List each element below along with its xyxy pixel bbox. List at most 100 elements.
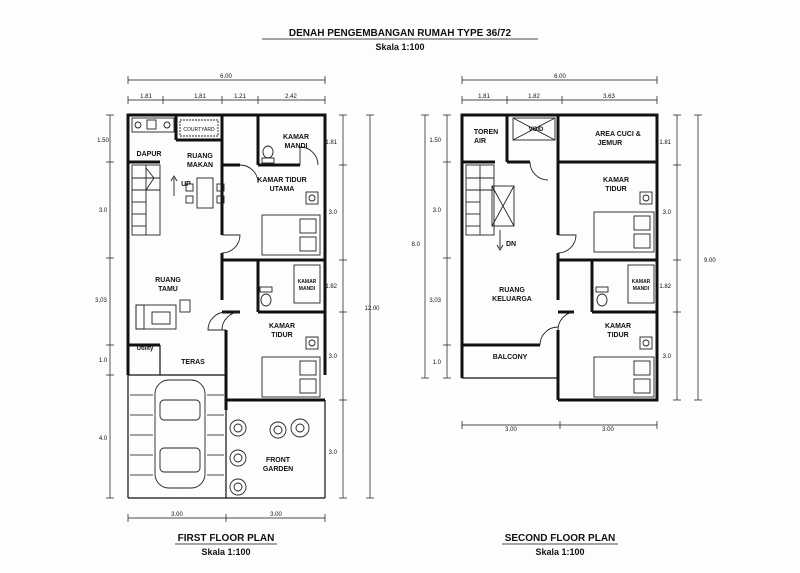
- room-label-balcony: BALCONY: [493, 354, 528, 361]
- room-label-kamar-mandi: MANDI: [285, 143, 308, 150]
- dim-segment: 3.00: [505, 427, 517, 433]
- room-label-toren-air: TOREN: [474, 129, 498, 136]
- second-floor-furniture: [465, 117, 655, 398]
- tree-icon: [229, 449, 247, 467]
- dim-segment: 4.0: [99, 436, 108, 442]
- dim-segment: 1.82: [528, 94, 540, 100]
- room-label-courtyard: COURTYARD: [183, 127, 215, 133]
- room-label-void: VOID: [529, 127, 544, 133]
- tree-icon: [229, 419, 247, 437]
- room-label-dapur: DAPUR: [137, 151, 162, 158]
- second-floor-left-dimensions: 1.50 3.0 8.0 3,03 1.0: [412, 114, 451, 379]
- room-label-kamar-mandi: MANDI: [299, 286, 316, 292]
- first-floor-plan-title: FIRST FLOOR PLAN: [178, 533, 275, 544]
- room-label-teras: TERAS: [181, 359, 205, 366]
- room-label-kamar-tidur: KAMAR: [603, 177, 629, 184]
- first-floor-bottom-dimensions: 3.00 3.00: [127, 512, 326, 522]
- room-label-kamar-mandi: KAMAR: [298, 279, 317, 285]
- dim-total-width: 6.00: [220, 74, 232, 80]
- room-label-front-garden: GARDEN: [263, 466, 293, 473]
- room-label-ruang-keluarga: RUANG: [499, 287, 525, 294]
- dim-total-depth: 12.00: [364, 306, 380, 312]
- dim-segment: 3.0: [663, 354, 672, 360]
- room-label-kamar-tidur: KAMAR: [605, 323, 631, 330]
- dim-segment: 3.0: [329, 450, 338, 456]
- dim-segment: 1.0: [99, 358, 108, 364]
- drawing-title: DENAH PENGEMBANGAN RUMAH TYPE 36/72: [289, 28, 512, 39]
- tree-icon: [229, 478, 247, 496]
- room-label-kamar-tidur: TIDUR: [607, 332, 628, 339]
- dim-segment: 1.21: [234, 94, 246, 100]
- room-label-ruang-makan: MAKAN: [187, 162, 213, 169]
- first-floor-room-labels: DAPUR COURTYARD RUANG MAKAN KAMAR MANDI …: [137, 127, 317, 473]
- first-floor-walls: [126, 113, 327, 499]
- dim-segment: 1,81: [194, 94, 206, 100]
- first-floor-stairs: [131, 164, 178, 236]
- second-floor-bottom-dimensions: 3.00 3.00: [461, 421, 658, 433]
- stair-down-label: DN: [506, 241, 516, 248]
- dim-segment: 1.81: [478, 94, 490, 100]
- room-label-ruang-tamu: TAMU: [158, 286, 178, 293]
- dim-segment: 3.0: [99, 208, 108, 214]
- room-label-kamar-tidur: TIDUR: [605, 186, 626, 193]
- second-floor-room-labels: TOREN AIR VOID AREA CUCI & JEMUR KAMAR T…: [474, 127, 651, 361]
- dim-segment: 3.0: [329, 210, 338, 216]
- dim-segment: 3.00: [270, 512, 282, 518]
- dim-segment: 3.0: [433, 208, 442, 214]
- dim-segment: 3.00: [602, 427, 614, 433]
- second-floor-doors: [529, 161, 593, 346]
- dim-total-width: 6.00: [554, 74, 566, 80]
- second-floor-top-dimensions: 6.00 1.81 1.82 3.63: [461, 74, 658, 104]
- first-floor-plan-scale: Skala 1:100: [201, 547, 250, 557]
- first-floor-doors: [207, 146, 319, 331]
- room-label-ruang-makan: RUANG: [187, 153, 213, 160]
- first-floor-furniture: [130, 117, 321, 496]
- second-floor-plan: 6.00 1.81 1.82 3.63 1.50 3.0 8.0 3,03: [412, 74, 717, 557]
- room-label-front-garden: FRONT: [266, 457, 291, 464]
- dim-segment: 3.0: [663, 210, 672, 216]
- dim-segment: 3.0: [329, 354, 338, 360]
- dim-segment: 3,03: [95, 298, 107, 304]
- room-label-area-cuci: AREA CUCI &: [595, 131, 641, 138]
- room-label-kamar-tidur: TIDUR: [271, 332, 292, 339]
- stair-up-label: UP: [181, 181, 191, 188]
- car-icon: [154, 379, 206, 489]
- dim-segment: 1.81: [140, 94, 152, 100]
- second-floor-right-dimensions: 1.81 3.0 1.82 3.0 9.00: [659, 114, 716, 401]
- first-floor-plan: 6.00 1.81 1,81 1.21 2.42 1.50 3.0 3,03 1…: [95, 74, 380, 557]
- first-floor-right-dimensions: 1.81 3.0 1.82 3.0 3.0 12.00: [325, 114, 380, 499]
- dim-segment: 3.00: [171, 512, 183, 518]
- room-label-utility: Utility: [137, 346, 154, 352]
- dim-segment: 3.63: [603, 94, 615, 100]
- dim-segment: 2.42: [285, 94, 297, 100]
- dim-segment: 1.81: [659, 140, 671, 146]
- dim-segment: 1.81: [325, 140, 337, 146]
- second-floor-plan-scale: Skala 1:100: [535, 547, 584, 557]
- dim-segment: 1.50: [429, 138, 441, 144]
- tree-icon: [269, 421, 287, 439]
- dim-segment: 1.0: [433, 360, 442, 366]
- room-label-kamar-mandi: MANDI: [633, 286, 650, 292]
- room-label-area-cuci: JEMUR: [598, 140, 623, 147]
- room-label-kamar-tidur-utama: KAMAR TIDUR: [257, 177, 306, 184]
- drawing-scale: Skala 1:100: [375, 42, 424, 52]
- first-floor-top-dimensions: 6.00 1.81 1,81 1.21 2.42: [127, 74, 326, 104]
- room-label-toren-air: AIR: [474, 138, 486, 145]
- room-label-ruang-keluarga: KELUARGA: [492, 296, 532, 303]
- second-floor-walls: [460, 113, 659, 402]
- room-label-kamar-mandi: KAMAR: [632, 279, 651, 285]
- room-label-kamar-tidur-utama: UTAMA: [270, 186, 295, 193]
- tree-icon: [290, 418, 310, 438]
- room-label-ruang-tamu: RUANG: [155, 277, 181, 284]
- dim-segment: 1.82: [325, 284, 337, 290]
- dim-segment: 1.82: [659, 284, 671, 290]
- dim-segment: 1.50: [97, 138, 109, 144]
- first-floor-left-dimensions: 1.50 3.0 3,03 1.0 4.0: [95, 114, 114, 499]
- dim-total-depth: 8.0: [412, 242, 421, 248]
- dim-total-depth: 9.00: [704, 258, 716, 264]
- room-label-kamar-mandi: KAMAR: [283, 134, 309, 141]
- second-floor-plan-title: SECOND FLOOR PLAN: [505, 533, 616, 544]
- dim-segment: 3,03: [429, 298, 441, 304]
